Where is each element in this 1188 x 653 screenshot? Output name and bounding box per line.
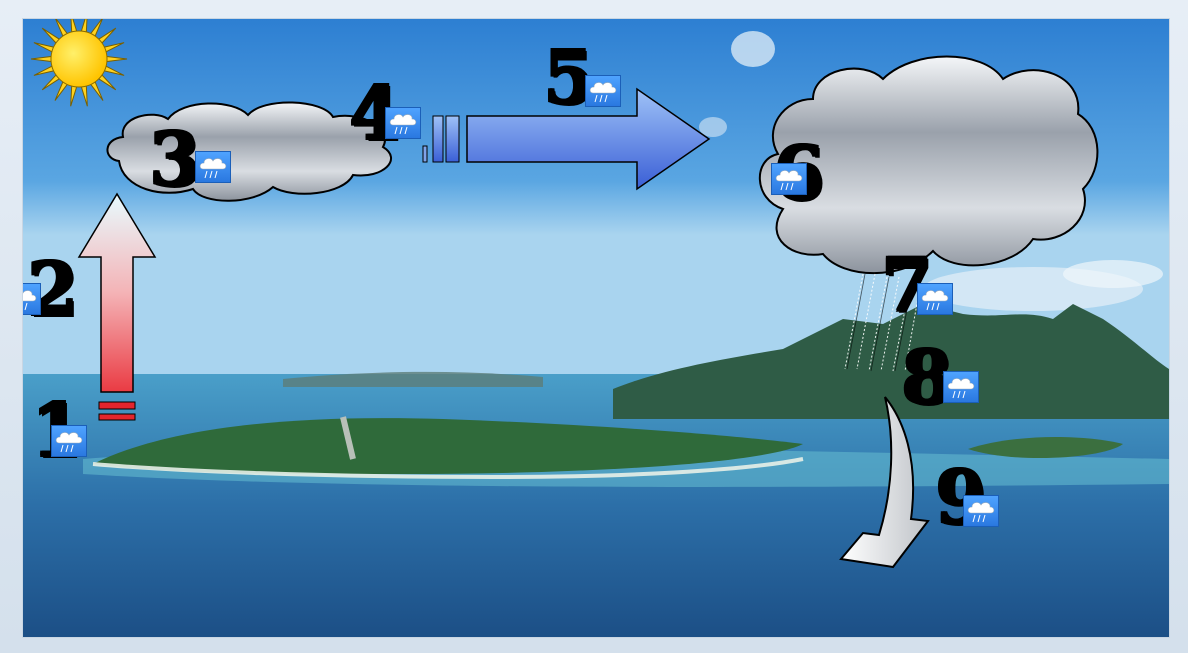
rain-cloud-icon — [22, 283, 41, 315]
rain-cloud-icon — [943, 371, 979, 403]
water-cycle-scene: 1 2 3 4 5 6 7 8 9 — [22, 18, 1170, 638]
rain-cloud-icon — [917, 283, 953, 315]
rain-cloud-icon — [51, 425, 87, 457]
rain-cloud-icon — [963, 495, 999, 527]
rain-cloud-icon — [385, 107, 421, 139]
rain-cloud-icon — [585, 75, 621, 107]
rain-cloud-icon — [195, 151, 231, 183]
scene-background — [23, 19, 1169, 637]
rain-cloud-icon — [771, 163, 807, 195]
step-number-3: 3 — [149, 123, 201, 197]
